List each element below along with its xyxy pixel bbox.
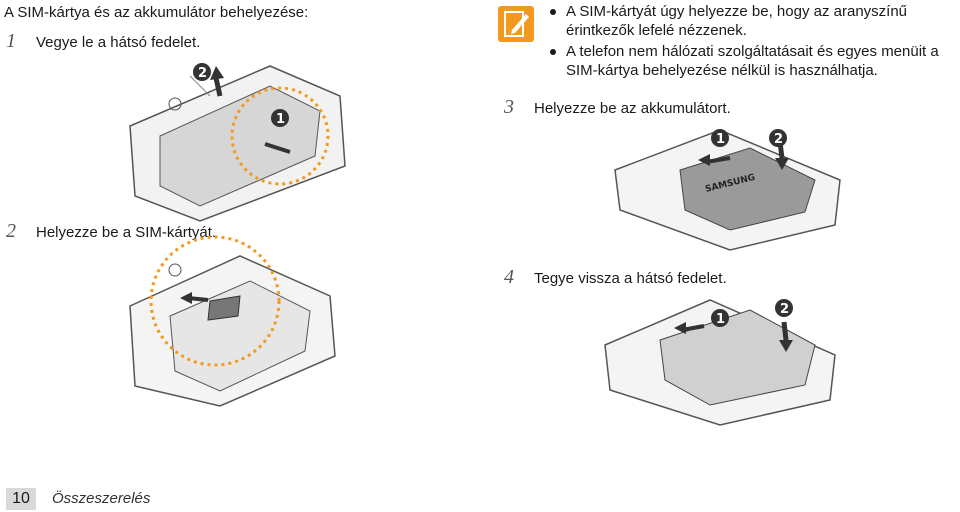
- page-number: 10: [6, 488, 36, 510]
- illustration-insert-sim: [129, 235, 336, 407]
- svg-text:2: 2: [774, 132, 783, 147]
- note-list: A SIM-kártyát úgy helyezze be, hogy az a…: [548, 2, 958, 82]
- step-number: 1: [6, 30, 16, 52]
- svg-text:1: 1: [276, 112, 285, 127]
- zoom-circle: [230, 86, 330, 186]
- badge-2: 2: [775, 299, 793, 317]
- illustration-replace-cover: 1 2: [604, 299, 836, 426]
- badge-1: 1: [711, 129, 729, 147]
- svg-text:1: 1: [716, 312, 725, 327]
- step-number: 4: [504, 266, 514, 288]
- note-item: A telefon nem hálózati szolgáltatásait é…: [548, 42, 958, 80]
- step-text: Tegye vissza a hátsó fedelet.: [534, 270, 727, 287]
- step-number: 3: [504, 96, 514, 118]
- svg-text:2: 2: [198, 66, 207, 81]
- svg-text:2: 2: [780, 302, 789, 317]
- badge-2: 2: [769, 129, 787, 147]
- badge-1: 1: [271, 109, 289, 127]
- note-pencil-icon: [498, 6, 534, 42]
- illustration-remove-cover: 2 1: [129, 63, 346, 222]
- step-text: Helyezze be az akkumulátort.: [534, 100, 731, 117]
- zoom-circle: [149, 235, 281, 367]
- note-item: A SIM-kártyát úgy helyezze be, hogy az a…: [548, 2, 958, 40]
- step-number: 2: [6, 220, 16, 242]
- step-text: Helyezze be a SIM-kártyát.: [36, 224, 217, 241]
- section-title: A SIM-kártya és az akkumulátor behelyezé…: [4, 4, 309, 21]
- badge-1: 1: [711, 309, 729, 327]
- step-text: Vegye le a hátsó fedelet.: [36, 34, 201, 51]
- badge-2: 2: [193, 63, 211, 81]
- svg-text:1: 1: [716, 132, 725, 147]
- footer-section: Összeszerelés: [52, 490, 151, 507]
- illustration-insert-battery: SAMSUNG 1 2: [614, 129, 841, 251]
